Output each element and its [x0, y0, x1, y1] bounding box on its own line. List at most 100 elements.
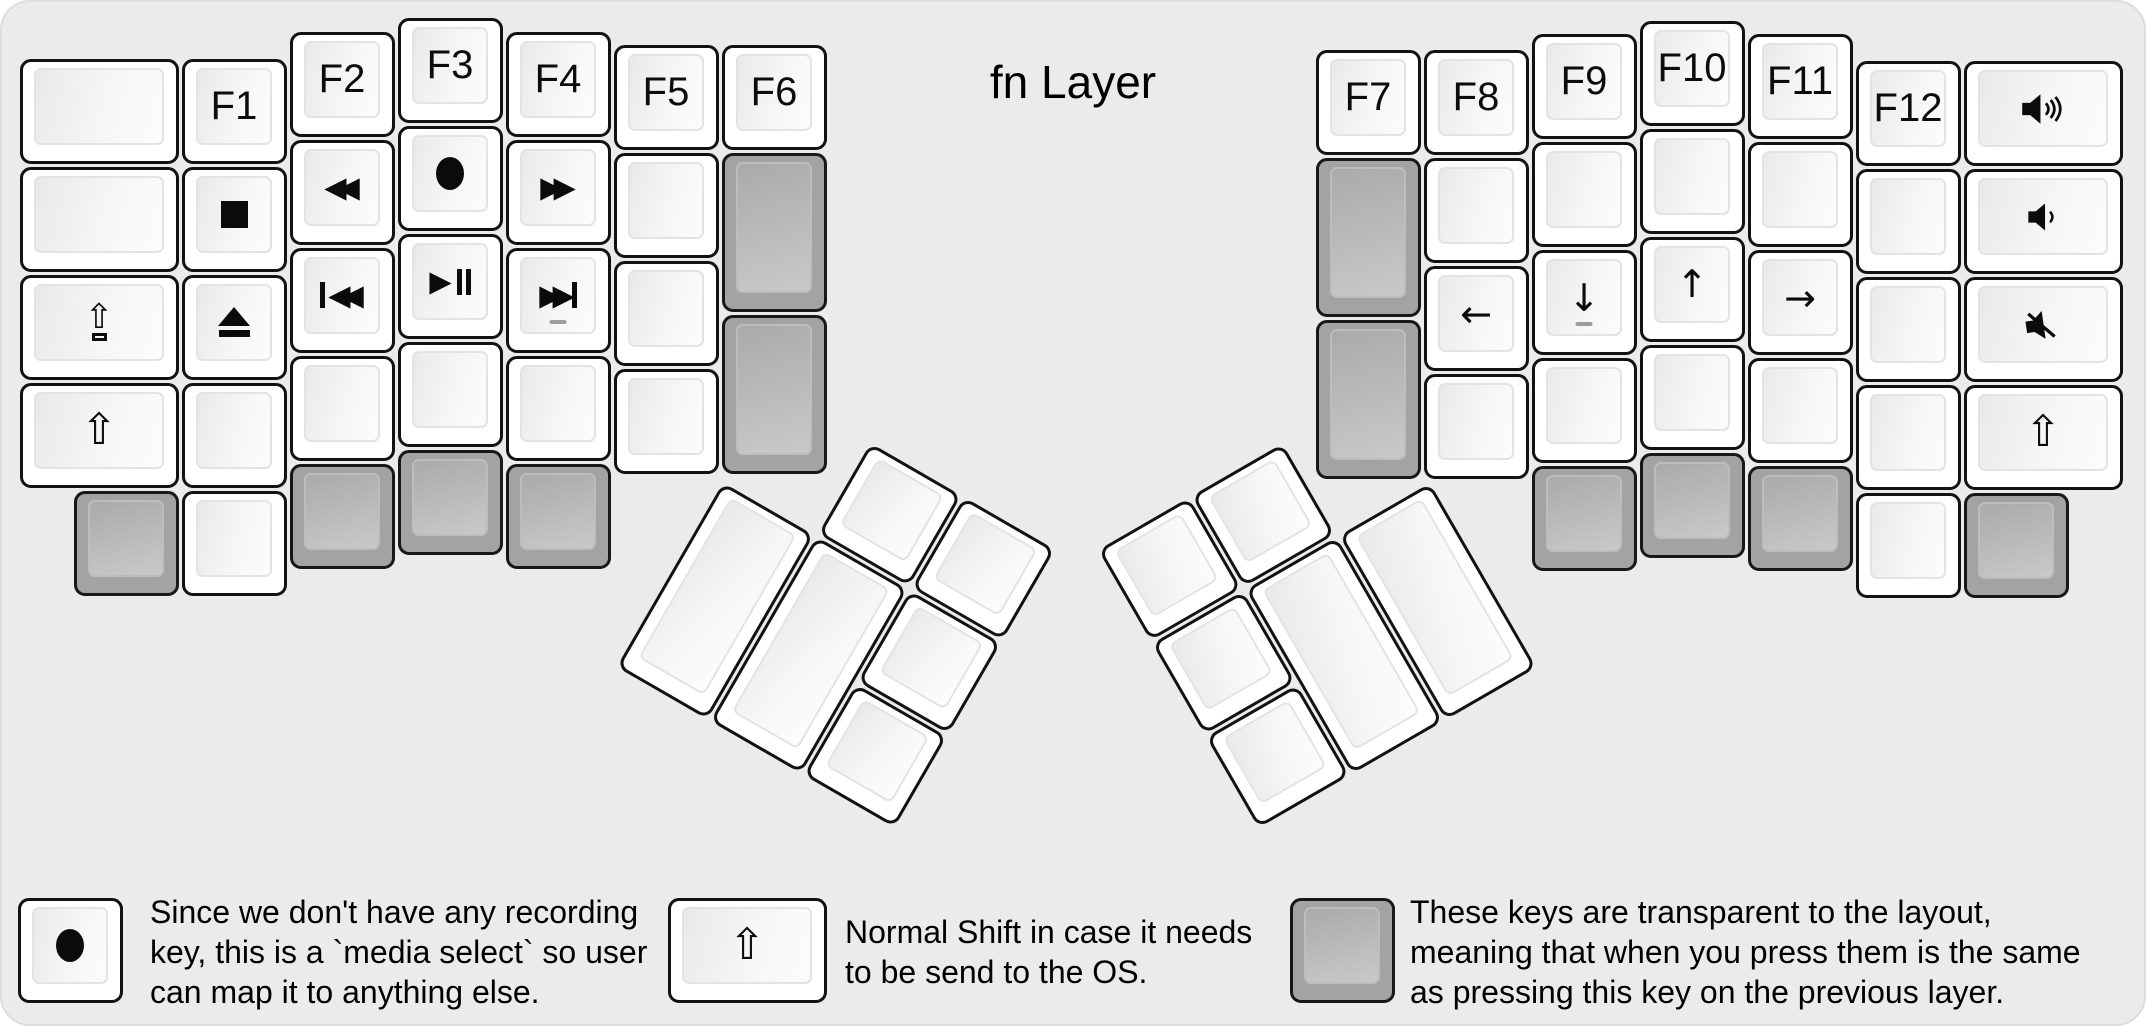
key-label: F1 [210, 83, 258, 128]
keycap-top: ◀◀ [304, 256, 380, 334]
key-transparent [722, 315, 827, 474]
keycap-top: ⇧ [1978, 394, 2108, 472]
key-next-track: ▶▶ [506, 247, 611, 353]
key-transparent [1748, 466, 1853, 572]
keycap-top [88, 499, 164, 577]
key-blank [1532, 142, 1637, 248]
keycap-top [1546, 475, 1622, 553]
keycap-top [1222, 699, 1327, 805]
up-arrow-icon: ↑ [1676, 262, 1708, 307]
key-blank [614, 369, 719, 474]
key-transparent [1532, 466, 1637, 572]
keycap-top: F11 [1762, 43, 1838, 121]
key-prev-track: ◀◀ [290, 247, 395, 353]
key-blank [182, 490, 287, 596]
key-label: F10 [1657, 45, 1727, 90]
keycap-top [1654, 353, 1730, 431]
shift-icon: ⇧ [80, 404, 118, 455]
key-transparent [290, 463, 395, 569]
play-pause-icon: ▶ [429, 267, 471, 296]
keycap-top [304, 364, 380, 442]
key-volume-up [1964, 61, 2123, 167]
next-track-icon: ▶▶ [539, 280, 577, 310]
keycap-top [1304, 907, 1380, 984]
keycap-top [1168, 606, 1273, 712]
key-up-arrow: ↑ [1640, 236, 1745, 342]
keycap-top: F5 [628, 54, 704, 131]
key-label: F6 [750, 70, 798, 114]
key-blank [20, 58, 179, 164]
volume-up-icon [2019, 91, 2067, 127]
keycap-top [1330, 167, 1406, 299]
keycap-top [32, 907, 108, 984]
keycap-top [412, 351, 488, 428]
keycap-top: ↓ [1546, 259, 1622, 337]
key-f7: F7 [1316, 50, 1421, 156]
legend-text-line: can map it to anything else. [150, 974, 540, 1010]
shift-icon: ⇧ [2024, 407, 2062, 458]
key-blank [1748, 358, 1853, 464]
key-label: F3 [426, 43, 474, 87]
keycap-top [1870, 178, 1946, 256]
key-blank [1640, 128, 1745, 234]
key-transparent [506, 463, 611, 569]
keycap-top: F12 [1870, 70, 1946, 148]
key-rewind: ◀◀ [290, 139, 395, 245]
key-blank [1856, 385, 1961, 491]
keycap-top [1330, 329, 1406, 461]
keycap-top [1870, 394, 1946, 472]
caps-lock-icon: ⇧ [85, 300, 113, 342]
key-record [18, 898, 123, 1003]
legend-text-line: to be send to the OS. [845, 954, 1148, 990]
keycap-top [1438, 383, 1514, 461]
keycap-top: F7 [1330, 59, 1406, 137]
keycap-top [1762, 475, 1838, 553]
key-blank [614, 153, 719, 258]
keycap-top [196, 391, 272, 469]
keycap-top: ◀◀ [304, 148, 380, 226]
keycap-top [1546, 367, 1622, 445]
key-f9: F9 [1532, 34, 1637, 140]
key-label: F12 [1873, 86, 1943, 131]
keycap-top: F3 [412, 27, 488, 104]
key-mute [1964, 277, 2123, 383]
keycap-top [412, 135, 488, 212]
key-record [398, 126, 503, 231]
key-transparent [722, 153, 827, 312]
key-eject [182, 274, 287, 380]
keycap-top [1978, 286, 2108, 364]
right-arrow-icon: → [1784, 275, 1816, 320]
keycap-top [736, 324, 812, 455]
key-blank [1856, 277, 1961, 383]
key-blank [614, 261, 719, 366]
homing-bar [1575, 322, 1593, 327]
key-f12: F12 [1856, 61, 1961, 167]
key-blank [290, 355, 395, 461]
keycap-top: F1 [196, 67, 272, 145]
legend-text-line: meaning that when you press them is the … [1410, 934, 2081, 970]
keycap-top: F9 [1546, 43, 1622, 121]
keycap-top [879, 605, 984, 711]
key-volume-down [1964, 169, 2123, 275]
keycap-top [736, 162, 812, 293]
key-transparent [398, 450, 503, 555]
record-icon [56, 929, 84, 962]
key-f11: F11 [1748, 34, 1853, 140]
key-transparent [74, 490, 179, 596]
keycap-top: F8 [1438, 59, 1514, 137]
legend-text-line: These keys are transparent to the layout… [1410, 894, 1992, 930]
key-f8: F8 [1424, 50, 1529, 156]
keycap-top: ▶▶ [520, 256, 596, 334]
key-blank [20, 166, 179, 272]
key-label: F7 [1344, 75, 1392, 120]
key-right-arrow: → [1748, 250, 1853, 356]
key-blank [182, 382, 287, 488]
stop-icon [220, 200, 248, 228]
key-down-arrow: ↓ [1532, 250, 1637, 356]
key-blank [1748, 142, 1853, 248]
keycap-top: ▶▶ [520, 148, 596, 226]
keycap-top [1870, 502, 1946, 580]
